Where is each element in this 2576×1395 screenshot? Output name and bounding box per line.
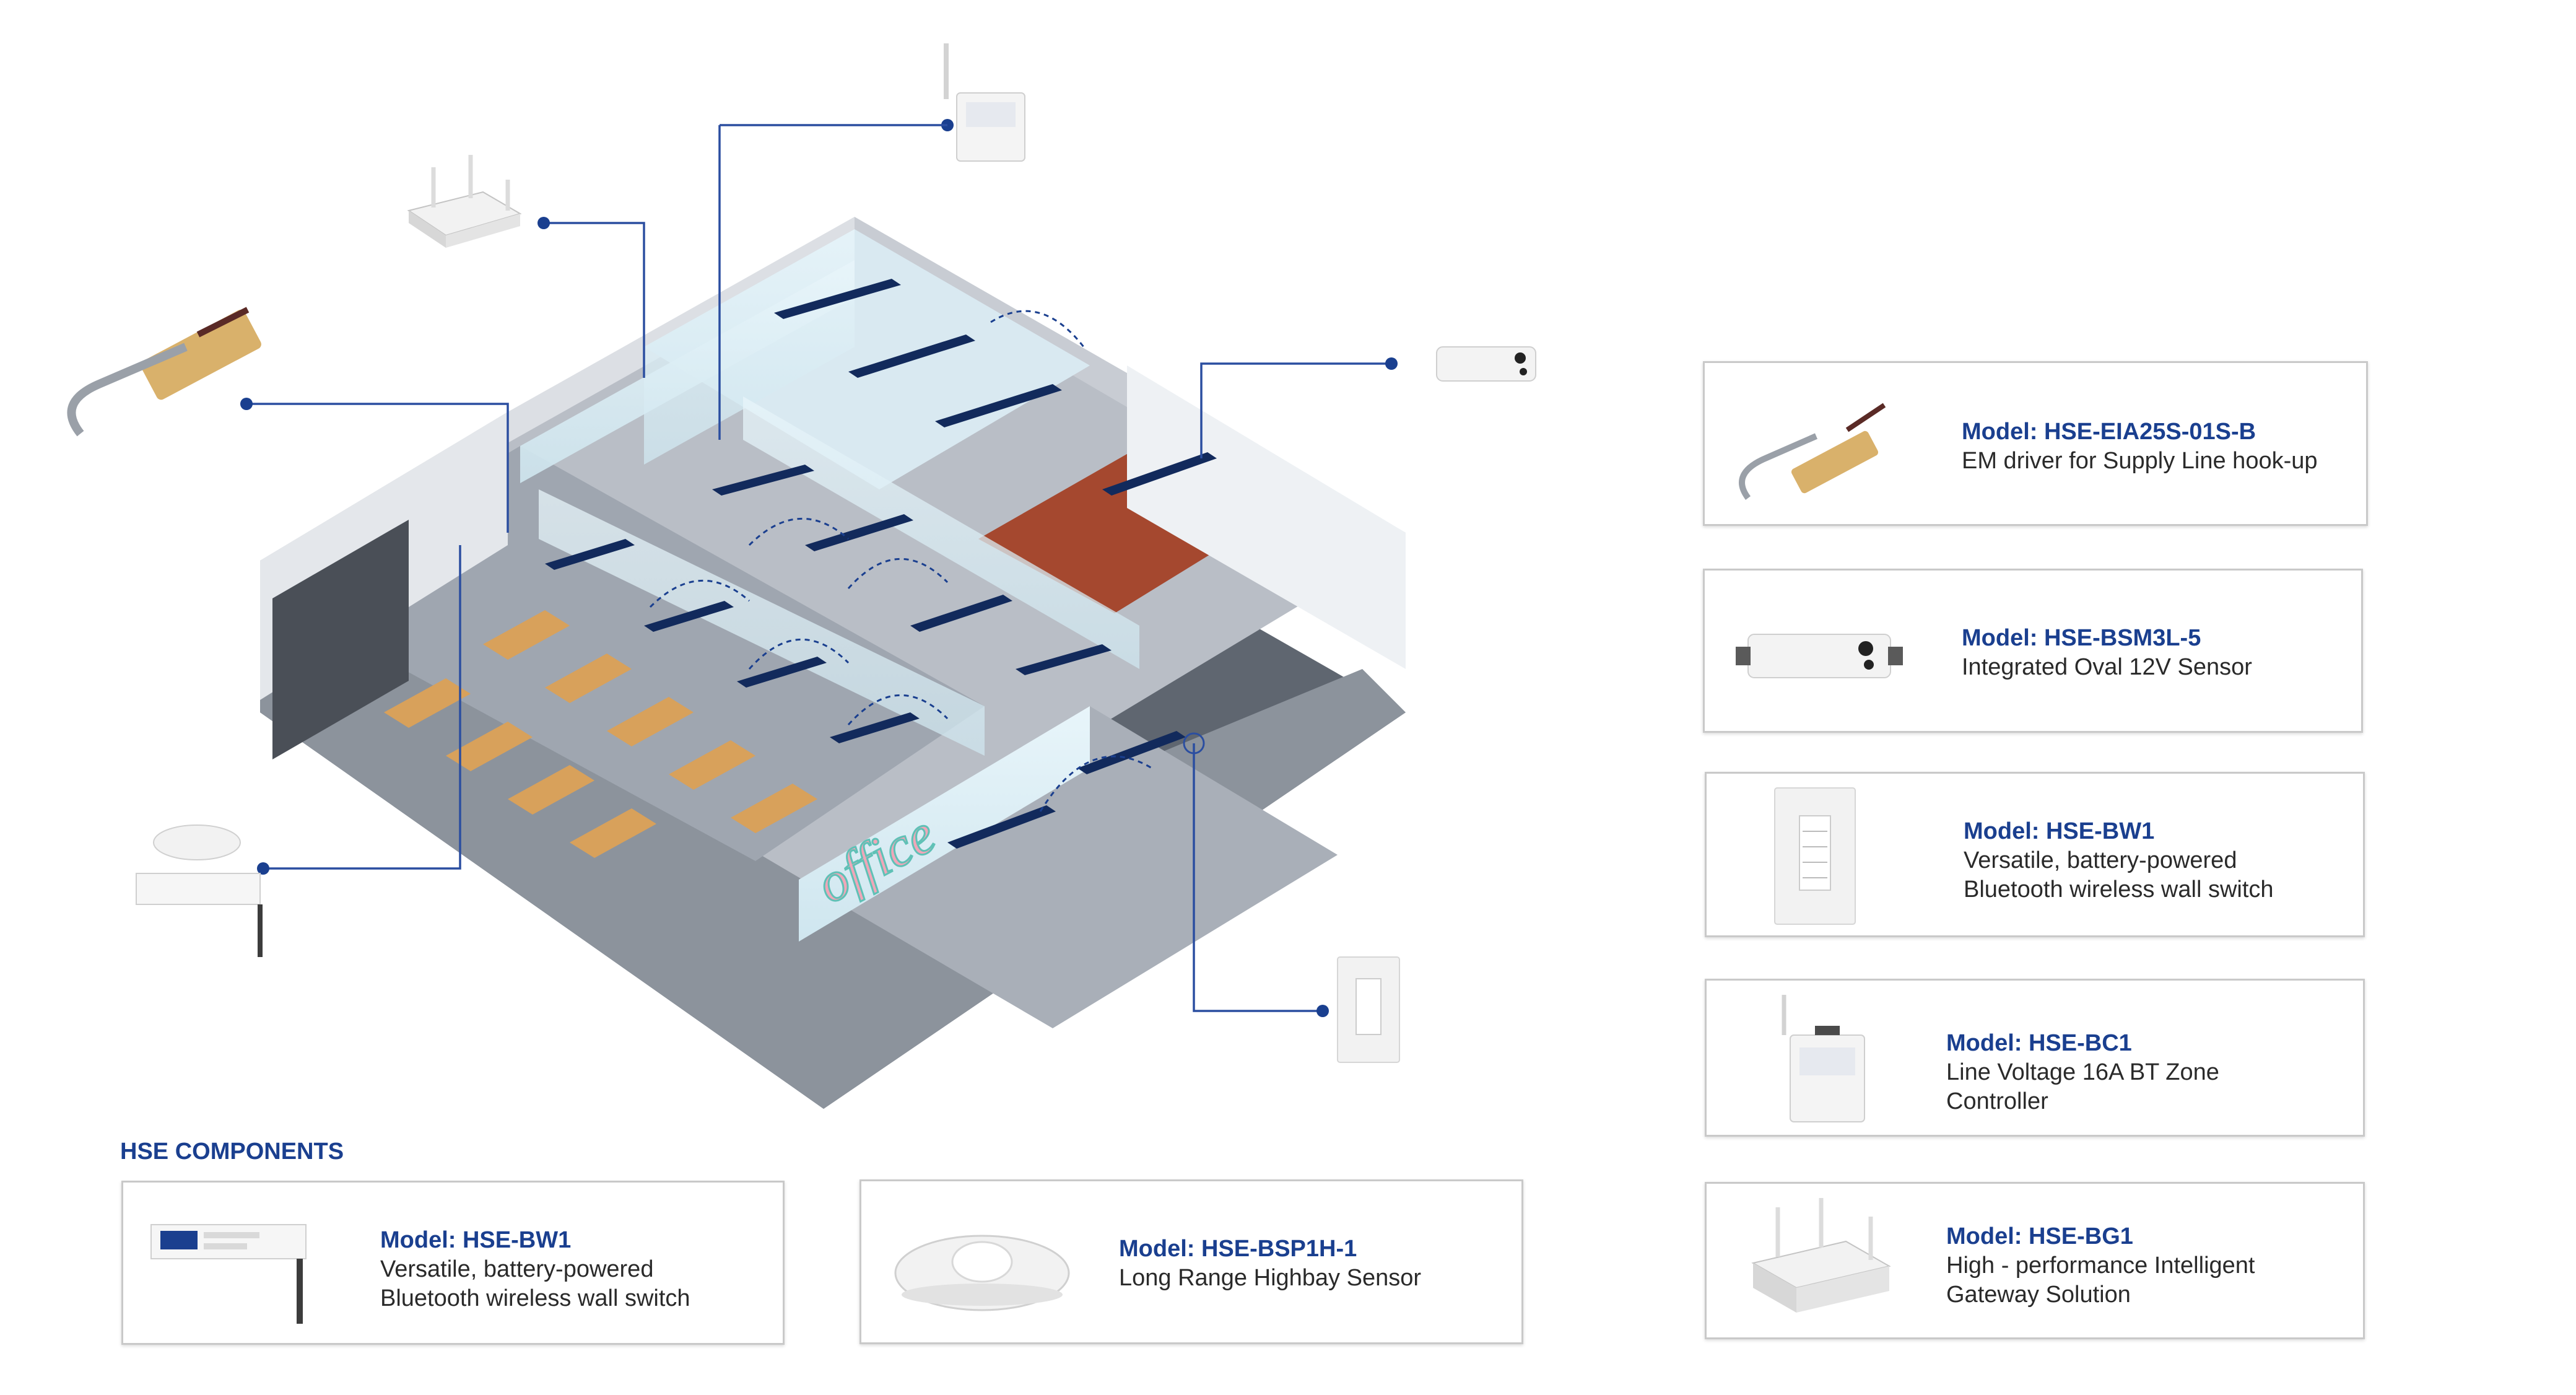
highbay-sensor-icon (894, 1235, 1070, 1311)
model-label: Model: HSE-BC1 (1946, 1030, 2132, 1056)
em-driver-icon (1739, 403, 1886, 500)
component-card-highbay-sensor: Model: HSE-BSP1H-1 Long Range Highbay Se… (859, 1179, 1523, 1344)
lobby-glass-wall (799, 706, 1090, 942)
reception-wall (1127, 365, 1406, 669)
component-card-gateway: Model: HSE-BG1 High - performance Intell… (1705, 1182, 2365, 1339)
oval-sensor-icon (1736, 634, 1903, 678)
controller-illustration (944, 43, 1025, 162)
gateway-illustration (407, 155, 522, 248)
model-label: Model: HSE-BSP1H-1 (1119, 1236, 1357, 1262)
model-description: High - performance Intelligent (1946, 1253, 2255, 1279)
model-label: Model: HSE-BSM3L-5 (1962, 625, 2201, 651)
component-card-oval-sensor: Model: HSE-BSM3L-5 Integrated Oval 12V S… (1703, 569, 2363, 733)
model-description: Integrated Oval 12V Sensor (1962, 654, 2252, 681)
desks (384, 610, 817, 858)
model-description: Bluetooth wireless wall switch (1964, 877, 2274, 903)
model-label: Model: HSE-EIA25S-01S-B (1962, 419, 2256, 445)
component-card-em-driver: Model: HSE-EIA25S-01S-B EM driver for Su… (1703, 361, 2368, 526)
model-description: Line Voltage 16A BT Zone (1946, 1059, 2219, 1086)
component-card-zone-controller: Model: HSE-BC1 Line Voltage 16A BT Zone … (1705, 979, 2365, 1137)
wall-switch-illustration (1337, 956, 1400, 1063)
component-card-module: Model: HSE-BW1 Versatile, battery-powere… (121, 1181, 785, 1345)
component-card-wall-switch: Model: HSE-BW1 Versatile, battery-powere… (1705, 772, 2365, 937)
gateway-icon (1751, 1198, 1891, 1313)
module-antenna-icon (150, 1224, 307, 1324)
model-description: Controller (1946, 1088, 2048, 1115)
connector-lines (246, 125, 1391, 1012)
signal-arcs (649, 310, 1152, 812)
corridor-glass-1 (520, 260, 855, 483)
model-description: Versatile, battery-powered (380, 1256, 654, 1283)
lobby-floor (799, 706, 1338, 1028)
corridor-glass-3 (743, 396, 1139, 669)
corridor-glass-2 (539, 489, 985, 756)
em-driver-illustration (67, 307, 261, 437)
section-title: HSE COMPONENTS (120, 1139, 344, 1165)
oval-sensor-illustration (1436, 346, 1536, 382)
light-fixtures (545, 279, 1217, 849)
model-label: Model: HSE-BG1 (1946, 1223, 2133, 1249)
floor (260, 242, 1399, 892)
model-description: Bluetooth wireless wall switch (380, 1285, 690, 1312)
bookshelf (272, 519, 409, 759)
wall-switch-icon (1774, 787, 1856, 925)
model-label: Model: HSE-BW1 (1964, 818, 2155, 844)
model-description: Long Range Highbay Sensor (1119, 1265, 1422, 1292)
model-description: Gateway Solution (1946, 1282, 2131, 1308)
zone-controller-icon (1782, 995, 1865, 1122)
sensor-module-illustration (136, 824, 263, 957)
model-label: Model: HSE-BW1 (380, 1227, 572, 1253)
model-description: Versatile, battery-powered (1964, 847, 2237, 874)
model-description: EM driver for Supply Line hook-up (1962, 448, 2318, 474)
